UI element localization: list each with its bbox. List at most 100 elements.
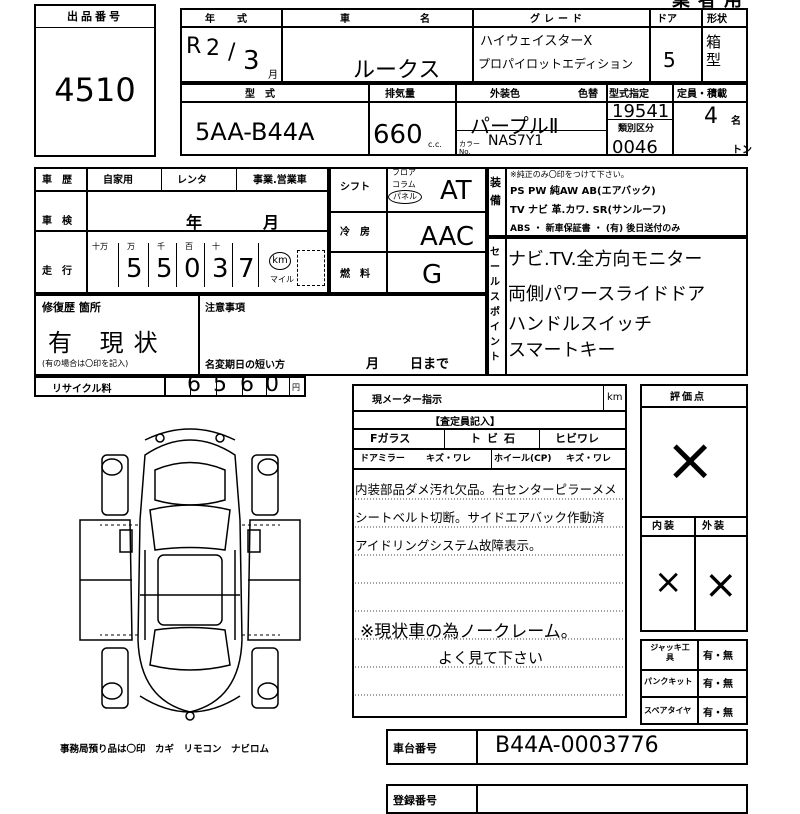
category-value: 0046 [612, 137, 658, 158]
year-month: 3 [243, 46, 260, 76]
inspector-note-4: ※現状車の為ノークレーム。 [360, 622, 578, 642]
repair-notes-box [34, 294, 487, 376]
fuel-value: G [422, 260, 443, 290]
meter-label: 現メーター指示 [372, 395, 442, 406]
repair-history-label: 修復歴 箇所 [42, 301, 101, 314]
year-month-unit: 月 [268, 70, 278, 81]
name-change-label: 名変期日の短い方 [205, 360, 285, 371]
mileage-digits: 十万 万 千 百 十 5 5 0 3 7 km マイル [86, 240, 328, 292]
capacity-ton-unit: トン [732, 145, 752, 156]
chassis-label: 車台番号 [393, 742, 437, 755]
grade-line1: ハイウェイスターX [480, 34, 593, 49]
shift-option-floor: フロア [392, 168, 416, 177]
recycle-box [34, 376, 306, 397]
mileage-place-100: 百 [185, 242, 193, 251]
shift-label: シフト [340, 182, 370, 193]
history-option-rental: レンタ [177, 175, 207, 186]
year-era: R [186, 34, 202, 59]
tool-jack-label: ジャッキ工 具 [650, 643, 698, 662]
year-label: 年 式 [205, 14, 253, 25]
name-change-day: 日まで [410, 357, 450, 372]
car-name-label: 車 名 [340, 14, 460, 25]
doors-label: ドア [657, 14, 677, 25]
interior-value: × [654, 562, 683, 602]
shift-option-column: コラム [392, 180, 416, 189]
recycle-digit-3: 6 [240, 372, 254, 397]
exterior-color-label: 外装色 [490, 89, 520, 100]
model-value: 5AA-B44A [195, 118, 315, 146]
inspector-item-doormirror: ドアミラー [360, 454, 405, 464]
interior-label: 内装 [652, 521, 676, 532]
tool-puncture-value: 有・無 [703, 679, 733, 690]
office-items: 事務局預り品は〇印 カギ リモコン ナビロム [60, 744, 270, 755]
inspector-note-3: アイドリングシステム故障表示。 [355, 538, 542, 553]
inspector-item-fglass: Fガラス [370, 432, 411, 445]
sales-point-3: ハンドルスイッチ [508, 314, 652, 335]
inspector-item-chip: トビ石 [470, 432, 521, 445]
vehicle-info-row1 [180, 8, 748, 83]
inspector-note-5: よく見て下さい [438, 649, 544, 667]
inspector-item-wheel-damage: キズ・ワレ [566, 454, 612, 464]
ac-label: 冷 房 [340, 227, 370, 238]
meter-unit: km [607, 392, 623, 403]
mileage-place-10: 十 [212, 242, 220, 251]
mileage-place-1k: 千 [157, 242, 165, 251]
category-label: 類別区分 [618, 124, 655, 134]
history-grid [34, 167, 329, 294]
doors-value: 5 [663, 48, 676, 72]
mileage-place-100k: 十万 [92, 242, 108, 251]
shift-option-panel: パネル [388, 190, 422, 204]
repair-history-value: 有 現状 [48, 329, 168, 357]
mileage-digit-5: 7 [238, 254, 255, 284]
recycle-digit-1: 6 [187, 372, 201, 397]
chassis-value: B44A-0003776 [495, 733, 659, 758]
inspector-note-2: シートベルト切断。サイドエアバック作動済 [355, 510, 605, 525]
inspector-item-mirror-damage: キズ・ワレ [426, 454, 472, 464]
exterior-value: × [704, 562, 738, 608]
shift-value: AT [440, 176, 472, 206]
shift-ac-fuel [329, 167, 487, 294]
mileage-unit-mile: マイル [270, 275, 294, 284]
sales-points-label: セールスポイント [490, 247, 500, 363]
equipment-box [487, 167, 748, 237]
fuel-label: 燃 料 [340, 269, 370, 280]
lot-number-label: 出品番号 [36, 6, 154, 28]
registration-box [386, 784, 748, 814]
repair-history-note: (有の場合は〇印を記入) [42, 359, 129, 368]
inspector-item-wheel: ホイール(CP) [494, 454, 552, 464]
tool-puncture-label: パンクキット [644, 677, 693, 686]
mileage-box [297, 250, 325, 286]
inspection-month-unit: 月 [263, 213, 280, 232]
tool-spare-value: 有・無 [703, 708, 733, 719]
inspection-year-unit: 年 [186, 213, 203, 232]
color-change-label: 色替 [578, 89, 598, 100]
displacement-unit: c.c. [428, 140, 442, 149]
history-option-business: 事業.営業車 [253, 175, 307, 186]
sales-point-1: ナビ.TV.全方向モニター [508, 249, 703, 270]
grade-label: グレード [530, 14, 586, 25]
mileage-unit-km: km [269, 252, 291, 270]
tool-jack-value: 有・無 [703, 651, 733, 662]
sales-point-2: 両側パワースライドドア [508, 284, 706, 305]
shape-label: 形状 [707, 14, 727, 25]
notes-label: 注意事項 [205, 303, 245, 314]
recycle-digit-4: 0 [265, 372, 279, 397]
recycle-unit: 円 [292, 383, 300, 392]
model-label: 型 式 [245, 89, 275, 100]
ac-value: AAC [420, 222, 474, 252]
year-number: 2 [206, 36, 220, 61]
capacity-persons: 4 [704, 104, 718, 129]
sales-point-4: スマートキー [508, 340, 616, 361]
equipment-row1: PS PW 純AW AB(エアバック) [510, 186, 656, 197]
exterior-label: 外装 [702, 521, 726, 532]
shape-value: 箱型 [706, 33, 722, 69]
sales-points-box [487, 237, 748, 376]
score-box [640, 384, 748, 632]
equipment-row2: TV ナビ 革.カワ. SR(サンルーフ) [510, 205, 667, 216]
tool-spare-label: スペアタイヤ [644, 706, 692, 715]
recycle-digit-2: 5 [213, 372, 227, 397]
tools-box [640, 639, 748, 725]
chassis-box [386, 729, 748, 765]
lot-number-box: 出品番号 4510 [34, 4, 156, 157]
